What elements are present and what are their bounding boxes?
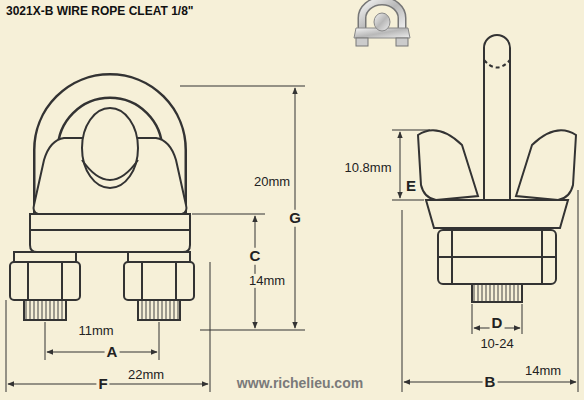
hex-nut (124, 262, 194, 300)
saddle-tongue (82, 108, 138, 188)
title: 3021X-B WIRE ROPE CLEAT 1/8" (6, 4, 194, 18)
dimension-letter: A (105, 344, 120, 361)
dimension-value: 10.8mm (343, 161, 394, 175)
u-bolt-end (484, 35, 510, 200)
dimension-letter: F (96, 376, 109, 393)
dimension-letter: C (248, 248, 263, 265)
dimension-letter: G (287, 210, 303, 227)
dimension-letter: B (483, 374, 498, 391)
saddle-wing (418, 130, 478, 200)
side-view (418, 35, 576, 302)
thread (24, 300, 66, 320)
dimension-value: 11mm (76, 324, 115, 338)
thread-size: 10-24 (478, 337, 515, 351)
thread (138, 300, 180, 320)
dimension-lines (392, 130, 578, 392)
product-photo (354, 1, 410, 46)
thread (472, 284, 522, 302)
dimension-value: 22mm (126, 368, 166, 382)
dimension-value: 20mm (252, 175, 292, 189)
dimension-value: 14mm (523, 364, 563, 378)
dimension-value: 14mm (247, 274, 287, 288)
hex-nut (438, 230, 556, 284)
front-view (10, 86, 194, 320)
dimension-lines (6, 86, 305, 392)
saddle-wing (516, 130, 576, 200)
dimension-letter: E (404, 178, 418, 195)
watermark: www.richelieu.com (235, 376, 365, 391)
hex-nut (10, 262, 80, 300)
dimension-letter: D (490, 315, 505, 332)
